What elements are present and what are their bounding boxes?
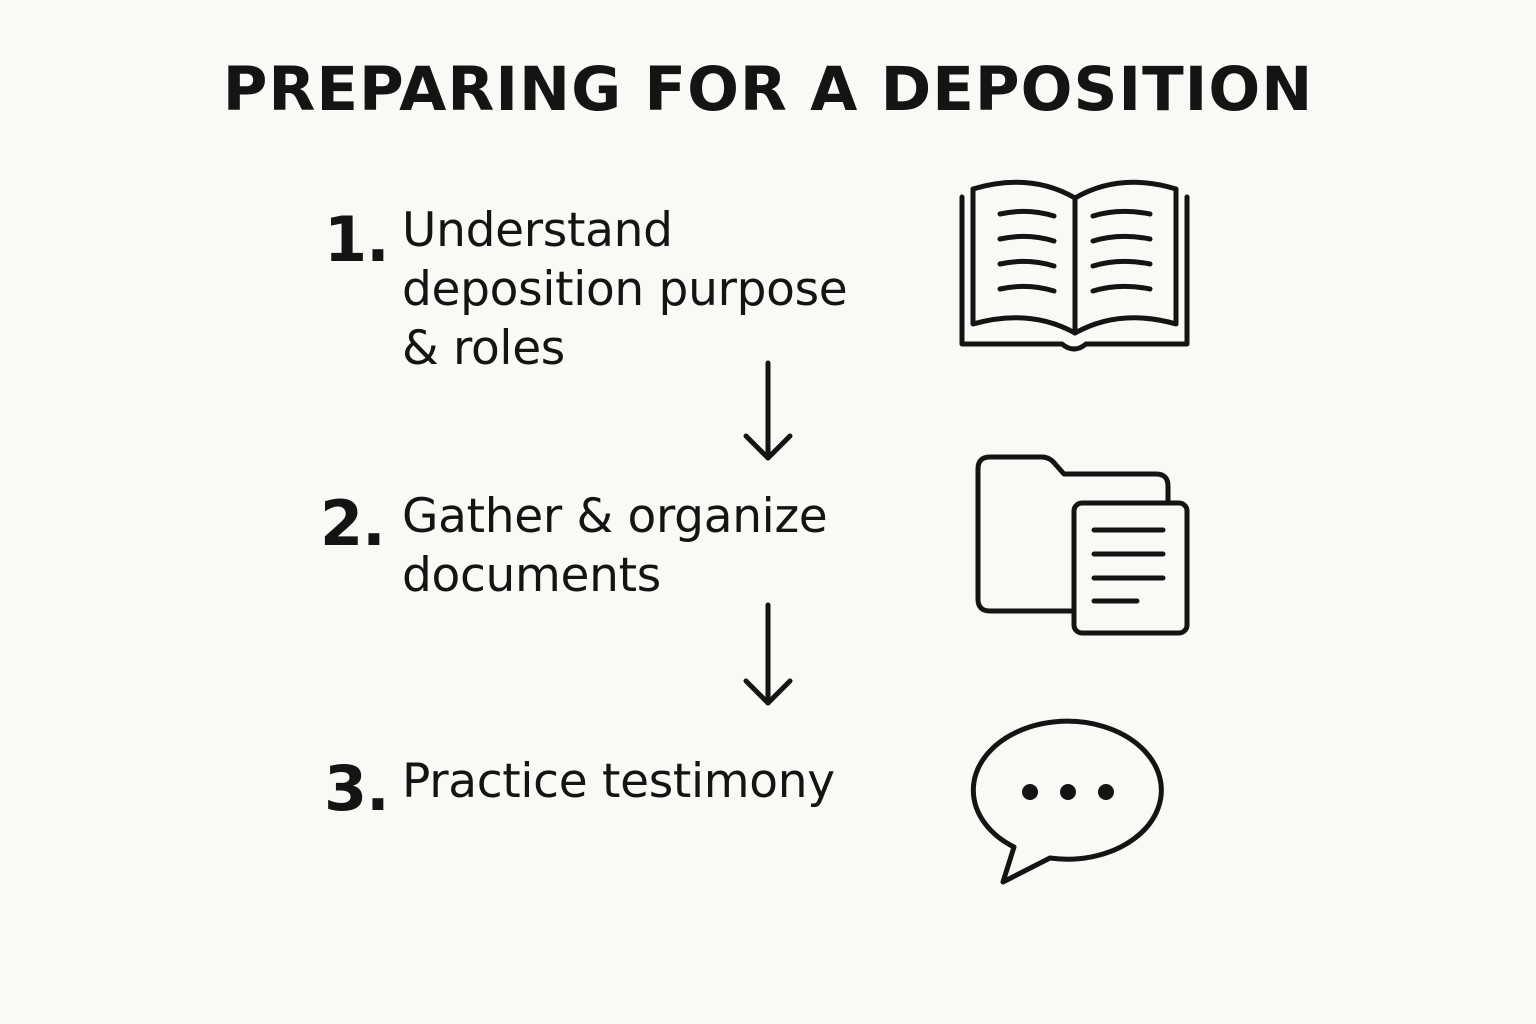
diagram-title: PREPARING FOR A DEPOSITION	[222, 54, 1314, 125]
step-2-text: Gather & organize documents	[402, 489, 828, 603]
speech-bubble-icon	[970, 718, 1164, 885]
step-3-number: 3.	[324, 752, 390, 825]
arrow-down-2	[743, 602, 793, 706]
open-book-icon	[959, 179, 1190, 352]
step-1-number: 1.	[324, 203, 390, 276]
step-3-text: Practice testimony	[402, 754, 835, 809]
arrow-down-1	[743, 360, 793, 461]
folder-document-icon	[975, 454, 1190, 636]
step-1-text: Understand deposition purpose & roles	[402, 203, 848, 376]
step-2-number: 2.	[320, 487, 386, 560]
